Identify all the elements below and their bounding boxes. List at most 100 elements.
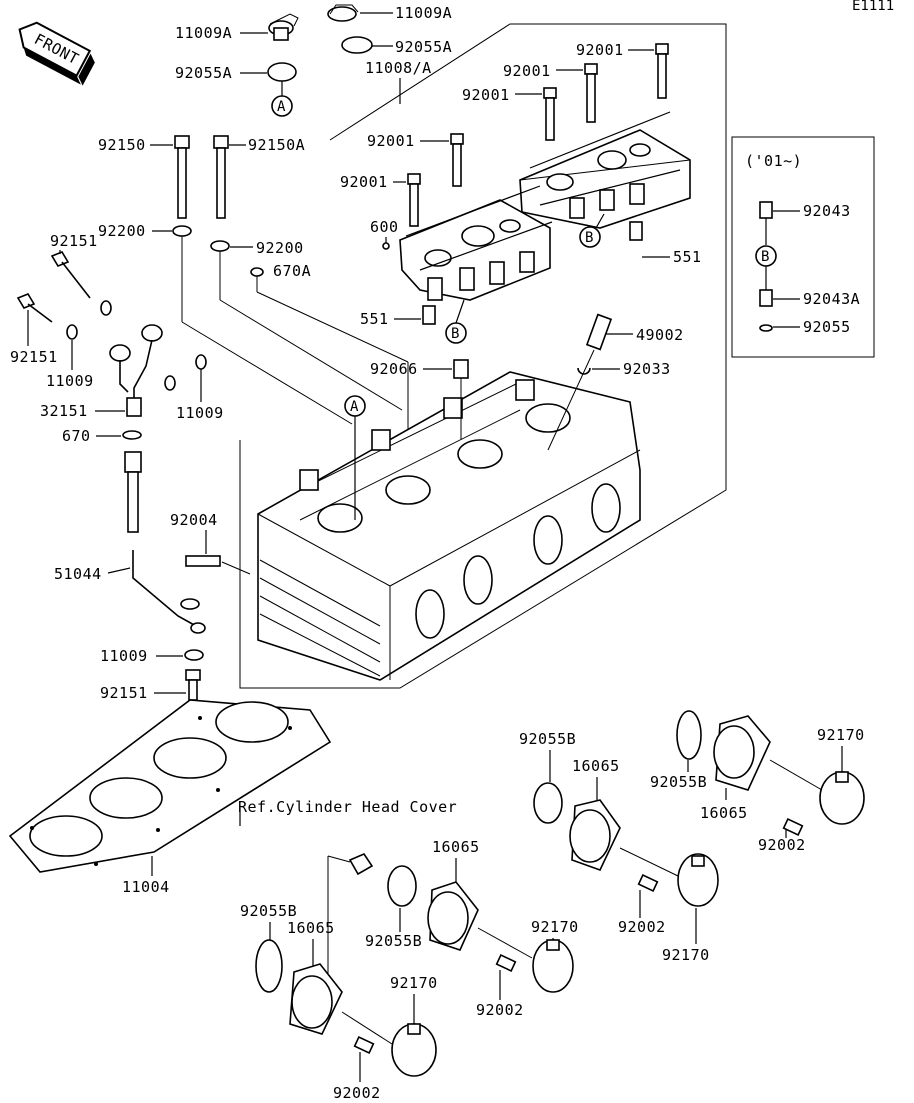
label-11009-a: 11009 <box>46 372 94 390</box>
washer-92200-left <box>172 225 192 237</box>
label-92001-c: 92001 <box>462 86 510 104</box>
label-92200-left: 92200 <box>98 222 146 240</box>
label-92150a: 92150A <box>248 136 305 154</box>
bolt-92150a <box>213 135 229 219</box>
label-92043: 92043 <box>803 202 851 220</box>
label-551-right: 551 <box>673 248 702 266</box>
ref-cylinder-head-cover: Ref.Cylinder Head Cover <box>238 798 457 816</box>
oring-92055b-4 <box>255 939 283 993</box>
stud-92004 <box>185 555 221 567</box>
label-92055: 92055 <box>803 318 851 336</box>
label-600: 600 <box>370 218 399 236</box>
part-11009a-left <box>268 13 299 41</box>
part-92043a <box>759 289 773 307</box>
bracket-part <box>348 853 374 876</box>
oil-pipe-32151 <box>109 324 163 417</box>
oil-pipe-vertical <box>124 451 142 533</box>
clamp-92170-1 <box>819 771 865 825</box>
label-92002-2: 92002 <box>618 918 666 936</box>
camshaft-holder-left <box>399 185 553 301</box>
oring-92055a-left <box>267 62 297 82</box>
dowel-551-right <box>629 221 643 241</box>
label-92170-1: 92170 <box>817 726 865 744</box>
intake-holder-16065-4 <box>289 963 343 1035</box>
label-92002-3: 92002 <box>476 1001 524 1019</box>
clamp-92170-3 <box>532 939 574 993</box>
label-11008a: 11008/A <box>365 59 432 77</box>
callout-b-right <box>579 226 601 248</box>
inset-callout-b-text: B <box>761 249 769 265</box>
inset-box <box>731 136 875 358</box>
bolt-92151-mid <box>16 293 53 323</box>
label-92151-mid: 92151 <box>10 348 58 366</box>
front-arrow-icon: FRONT <box>18 21 95 86</box>
oring-92055b-3 <box>387 865 417 907</box>
bolt-92001-a <box>655 43 669 99</box>
label-16065-1: 16065 <box>700 804 748 822</box>
callout-b-right-text: B <box>585 230 593 246</box>
assembly-outline <box>239 23 727 689</box>
label-49002: 49002 <box>636 326 684 344</box>
cylinder-head <box>257 371 641 681</box>
diagram-code: E1111 <box>852 0 894 14</box>
label-92151-top: 92151 <box>50 232 98 250</box>
bolt-92001-c <box>543 87 557 141</box>
label-92033: 92033 <box>623 360 671 378</box>
label-92001-e: 92001 <box>340 173 388 191</box>
part-11009a-top <box>327 4 359 22</box>
oring-670a <box>250 267 264 277</box>
label-32151: 32151 <box>40 402 88 420</box>
callout-a-top-text: A <box>277 99 286 115</box>
lifter-49002 <box>585 313 613 351</box>
clamp-92170-4 <box>391 1023 437 1077</box>
washer-92200-right <box>210 240 230 252</box>
label-92055b-2: 92055B <box>519 730 576 748</box>
label-92055a-top: 92055A <box>395 38 452 56</box>
label-11004: 11004 <box>122 878 170 896</box>
label-11009a-top: 11009A <box>395 4 452 22</box>
bolt-92001-e <box>407 173 421 227</box>
label-16065-3: 16065 <box>432 838 480 856</box>
label-92170-3: 92170 <box>531 918 579 936</box>
label-92055b-4: 92055B <box>240 902 297 920</box>
label-92004: 92004 <box>170 511 218 529</box>
pin-600 <box>382 242 390 250</box>
label-92055b-1: 92055B <box>650 773 707 791</box>
label-92055a-left: 92055A <box>175 64 232 82</box>
washer-11009-mid-a <box>164 375 176 391</box>
label-92001-d: 92001 <box>367 132 415 150</box>
label-92151-bottom: 92151 <box>100 684 148 702</box>
callout-a-head-text: A <box>350 399 359 415</box>
bolt-92001-b <box>584 63 598 123</box>
label-92170-4: 92170 <box>390 974 438 992</box>
oring-92055b-2 <box>533 782 563 824</box>
bolt-92151-bottom <box>185 669 201 701</box>
label-92001-b: 92001 <box>503 62 551 80</box>
bolt-92151-top <box>50 251 91 299</box>
plug-92066 <box>453 359 469 379</box>
label-92002-1: 92002 <box>758 836 806 854</box>
label-92066: 92066 <box>370 360 418 378</box>
washer-11009-upper <box>100 300 112 316</box>
label-670: 670 <box>62 427 91 445</box>
label-51044: 51044 <box>54 565 102 583</box>
label-11009-c: 11009 <box>100 647 148 665</box>
label-11009a-left: 11009A <box>175 24 232 42</box>
intake-holder-16065-1 <box>713 715 771 791</box>
camshaft-holder-right <box>519 111 691 229</box>
callout-a-top <box>271 95 293 117</box>
label-92055b-3: 92055B <box>365 932 422 950</box>
part-92055 <box>759 324 773 332</box>
screw-92002-1 <box>782 818 804 836</box>
screw-92002-3 <box>495 954 517 972</box>
label-92170-2: 92170 <box>662 946 710 964</box>
oring-92055b-1 <box>676 710 702 760</box>
screw-92002-4 <box>353 1036 375 1054</box>
washer-11009-left <box>66 324 78 340</box>
washer-11009-bottom <box>184 649 204 661</box>
label-11009-b: 11009 <box>176 404 224 422</box>
dowel-551-left <box>422 305 436 325</box>
oring-92055a-top <box>341 36 373 54</box>
